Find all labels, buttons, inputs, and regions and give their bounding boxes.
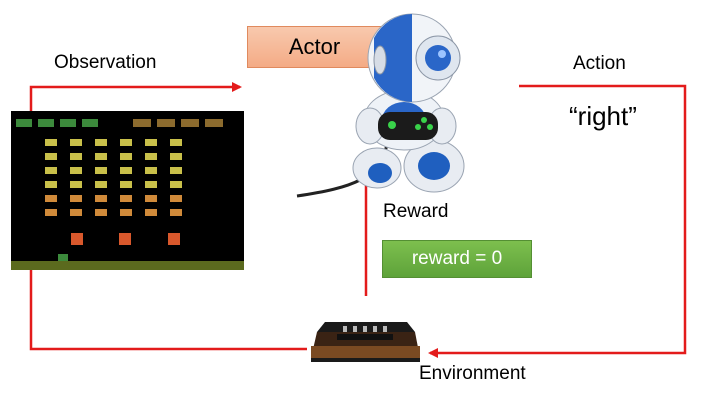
invader-sprite <box>70 167 82 174</box>
invader-sprite <box>120 181 132 188</box>
actor-label: Actor <box>288 34 341 59</box>
invader-sprite <box>95 181 107 188</box>
bunker <box>119 233 131 245</box>
invader-sprite <box>145 139 157 146</box>
game-console-icon <box>311 322 420 362</box>
ground <box>11 261 244 270</box>
invader-sprite <box>95 195 107 202</box>
invader-sprite <box>170 167 182 174</box>
bunker <box>168 233 180 245</box>
invader-sprite <box>95 139 107 146</box>
invader-sprite <box>45 153 57 160</box>
invader-sprite <box>120 139 132 146</box>
invader-sprite <box>45 209 57 216</box>
robot-gamepad-icon <box>296 13 465 198</box>
game-canvas <box>11 119 244 270</box>
invader-sprite <box>120 195 132 202</box>
space-invaders-screen <box>11 111 244 270</box>
invader-sprite <box>170 209 182 216</box>
action-value: “right” <box>569 101 637 131</box>
invader-sprite <box>120 153 132 160</box>
game-life-marker <box>60 119 76 127</box>
invader-sprite <box>70 139 82 146</box>
game-life-marker <box>38 119 54 127</box>
invader-sprite <box>95 167 107 174</box>
invader-sprite <box>45 167 57 174</box>
game-score-digit <box>157 119 175 127</box>
invader-sprite <box>45 181 57 188</box>
invader-sprite <box>70 195 82 202</box>
invader-sprite <box>95 153 107 160</box>
invader-sprite <box>120 209 132 216</box>
bunker <box>71 233 83 245</box>
action-arrow <box>428 84 687 358</box>
game-score-digit <box>181 119 199 127</box>
reward-value-box: reward = 0 <box>382 240 532 278</box>
invader-sprite <box>145 153 157 160</box>
game-life-marker <box>82 119 98 127</box>
invader-sprite <box>170 195 182 202</box>
observation-label: Observation <box>54 52 157 73</box>
environment-label: Environment <box>419 363 526 384</box>
invader-sprite <box>145 181 157 188</box>
invader-sprite <box>70 153 82 160</box>
invader-sprite <box>145 209 157 216</box>
reward-label: Reward <box>383 201 449 222</box>
player-cannon <box>58 254 68 261</box>
invader-sprite <box>170 181 182 188</box>
game-score-digit <box>205 119 223 127</box>
actor-box: Actor <box>247 26 382 68</box>
reward-value: reward = 0 <box>411 248 503 269</box>
invader-sprite <box>45 139 57 146</box>
invader-sprite <box>95 209 107 216</box>
game-score-digit <box>133 119 151 127</box>
invader-sprite <box>120 167 132 174</box>
action-label: Action <box>573 53 626 74</box>
invader-sprite <box>170 139 182 146</box>
invader-sprite <box>45 195 57 202</box>
invader-sprite <box>70 209 82 216</box>
game-life-marker <box>16 119 32 127</box>
invader-sprite <box>145 195 157 202</box>
invader-sprite <box>70 181 82 188</box>
invader-sprite <box>145 167 157 174</box>
invader-sprite <box>170 153 182 160</box>
